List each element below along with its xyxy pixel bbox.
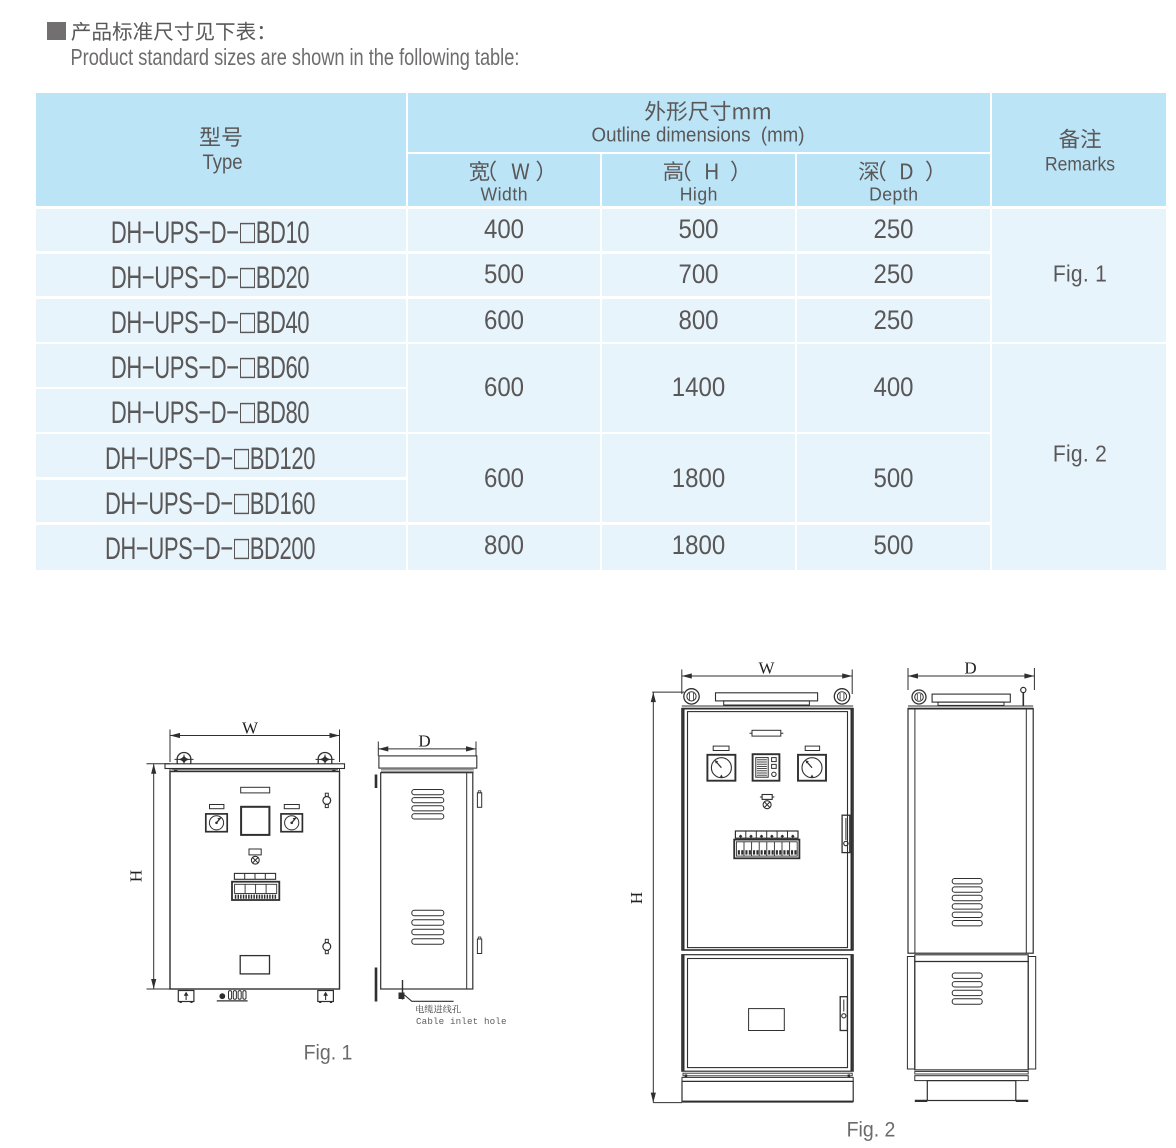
svg-text:W: W: [758, 659, 775, 678]
svg-text:W: W: [242, 719, 259, 738]
svg-text:H: H: [127, 870, 146, 882]
svg-text:H: H: [627, 892, 646, 904]
svg-text:D: D: [964, 659, 976, 678]
svg-text:D: D: [418, 732, 430, 751]
